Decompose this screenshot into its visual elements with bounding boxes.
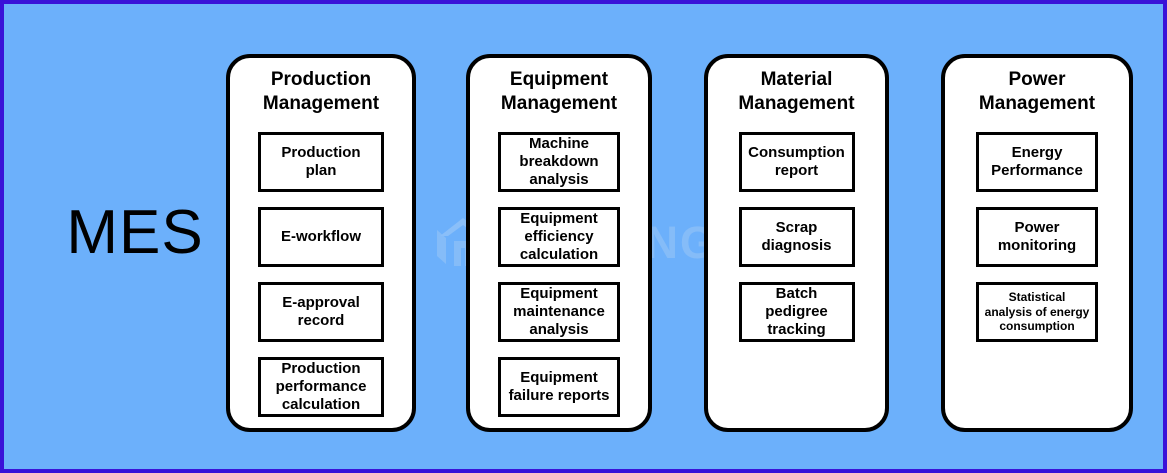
- card-title-power-management: Power Management: [978, 69, 1096, 114]
- module-card-production-management[interactable]: Production Management Production plan E-…: [226, 54, 416, 432]
- item-equipment-failure-reports[interactable]: Equipment failure reports: [498, 357, 620, 417]
- card-title-equipment-management: Equipment Management: [500, 69, 618, 114]
- card-items-production-management: Production plan E-workflow E-approval re…: [230, 132, 412, 417]
- item-e-approval-record[interactable]: E-approval record: [258, 282, 384, 342]
- item-production-performance-calculation[interactable]: Production performance calculation: [258, 357, 384, 417]
- item-equipment-efficiency-calculation[interactable]: Equipment efficiency calculation: [498, 207, 620, 267]
- card-title-production-management: Production Management: [262, 69, 380, 114]
- card-items-material-management: Consumption report Scrap diagnosis Batch…: [708, 132, 885, 342]
- item-production-plan[interactable]: Production plan: [258, 132, 384, 192]
- card-items-equipment-management: Machine breakdown analysis Equipment eff…: [470, 132, 648, 417]
- item-e-workflow[interactable]: E-workflow: [258, 207, 384, 267]
- item-consumption-report[interactable]: Consumption report: [738, 132, 855, 192]
- card-items-power-management: Energy Performance Power monitoring Stat…: [945, 132, 1129, 342]
- mes-root-label: MES: [66, 198, 204, 267]
- module-card-power-management[interactable]: Power Management Energy Performance Powe…: [941, 54, 1133, 432]
- item-scrap-diagnosis[interactable]: Scrap diagnosis: [738, 207, 855, 267]
- item-batch-pedigree-tracking[interactable]: Batch pedigree tracking: [738, 282, 855, 342]
- module-card-equipment-management[interactable]: Equipment Management Machine breakdown a…: [466, 54, 652, 432]
- card-title-material-management: Material Management: [738, 69, 855, 114]
- item-statistical-analysis-of-energy-consumption[interactable]: Statistical analysis of energy consumpti…: [976, 282, 1098, 342]
- item-power-monitoring[interactable]: Power monitoring: [976, 207, 1098, 267]
- item-energy-performance[interactable]: Energy Performance: [976, 132, 1098, 192]
- module-card-material-management[interactable]: Material Management Consumption report S…: [704, 54, 889, 432]
- item-equipment-maintenance-analysis[interactable]: Equipment maintenance analysis: [498, 282, 620, 342]
- item-machine-breakdown-analysis[interactable]: Machine breakdown analysis: [498, 132, 620, 192]
